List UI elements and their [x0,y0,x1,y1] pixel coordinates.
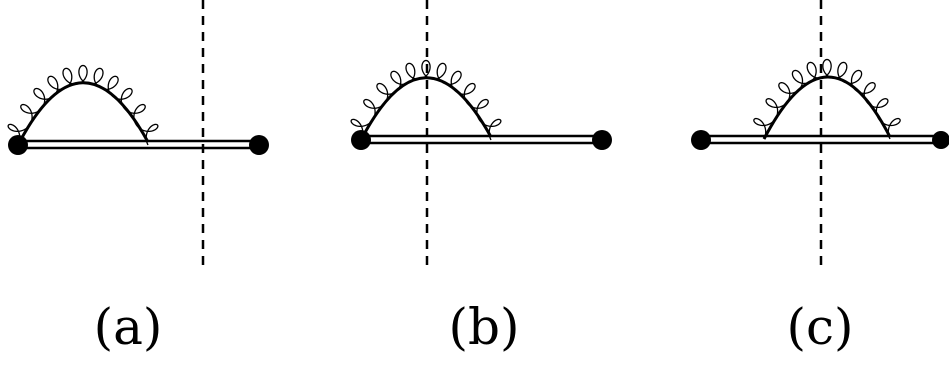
panel-label-b: (b) [448,298,520,356]
double-line-propagator [18,139,259,150]
double-line-propagator [701,134,942,145]
gluon-arc [762,75,892,140]
panel-label-a: (a) [93,298,163,356]
vertex-dot [691,130,711,150]
panel-c [691,0,949,268]
double-line-propagator [361,134,602,145]
gluon-arc [359,76,493,141]
gluon-coil [7,64,159,146]
panel-b [350,0,612,268]
panel-label-c: (c) [786,298,854,356]
vertex-dot [592,130,612,150]
gluon-coil [350,59,502,141]
panel-a [7,0,269,268]
gluon-coil [753,58,901,140]
vertex-dot [8,135,28,155]
vertex-dot [351,130,371,150]
vertex-dot [932,131,949,149]
vertex-dot [249,135,269,155]
gluon-arc [16,81,150,146]
